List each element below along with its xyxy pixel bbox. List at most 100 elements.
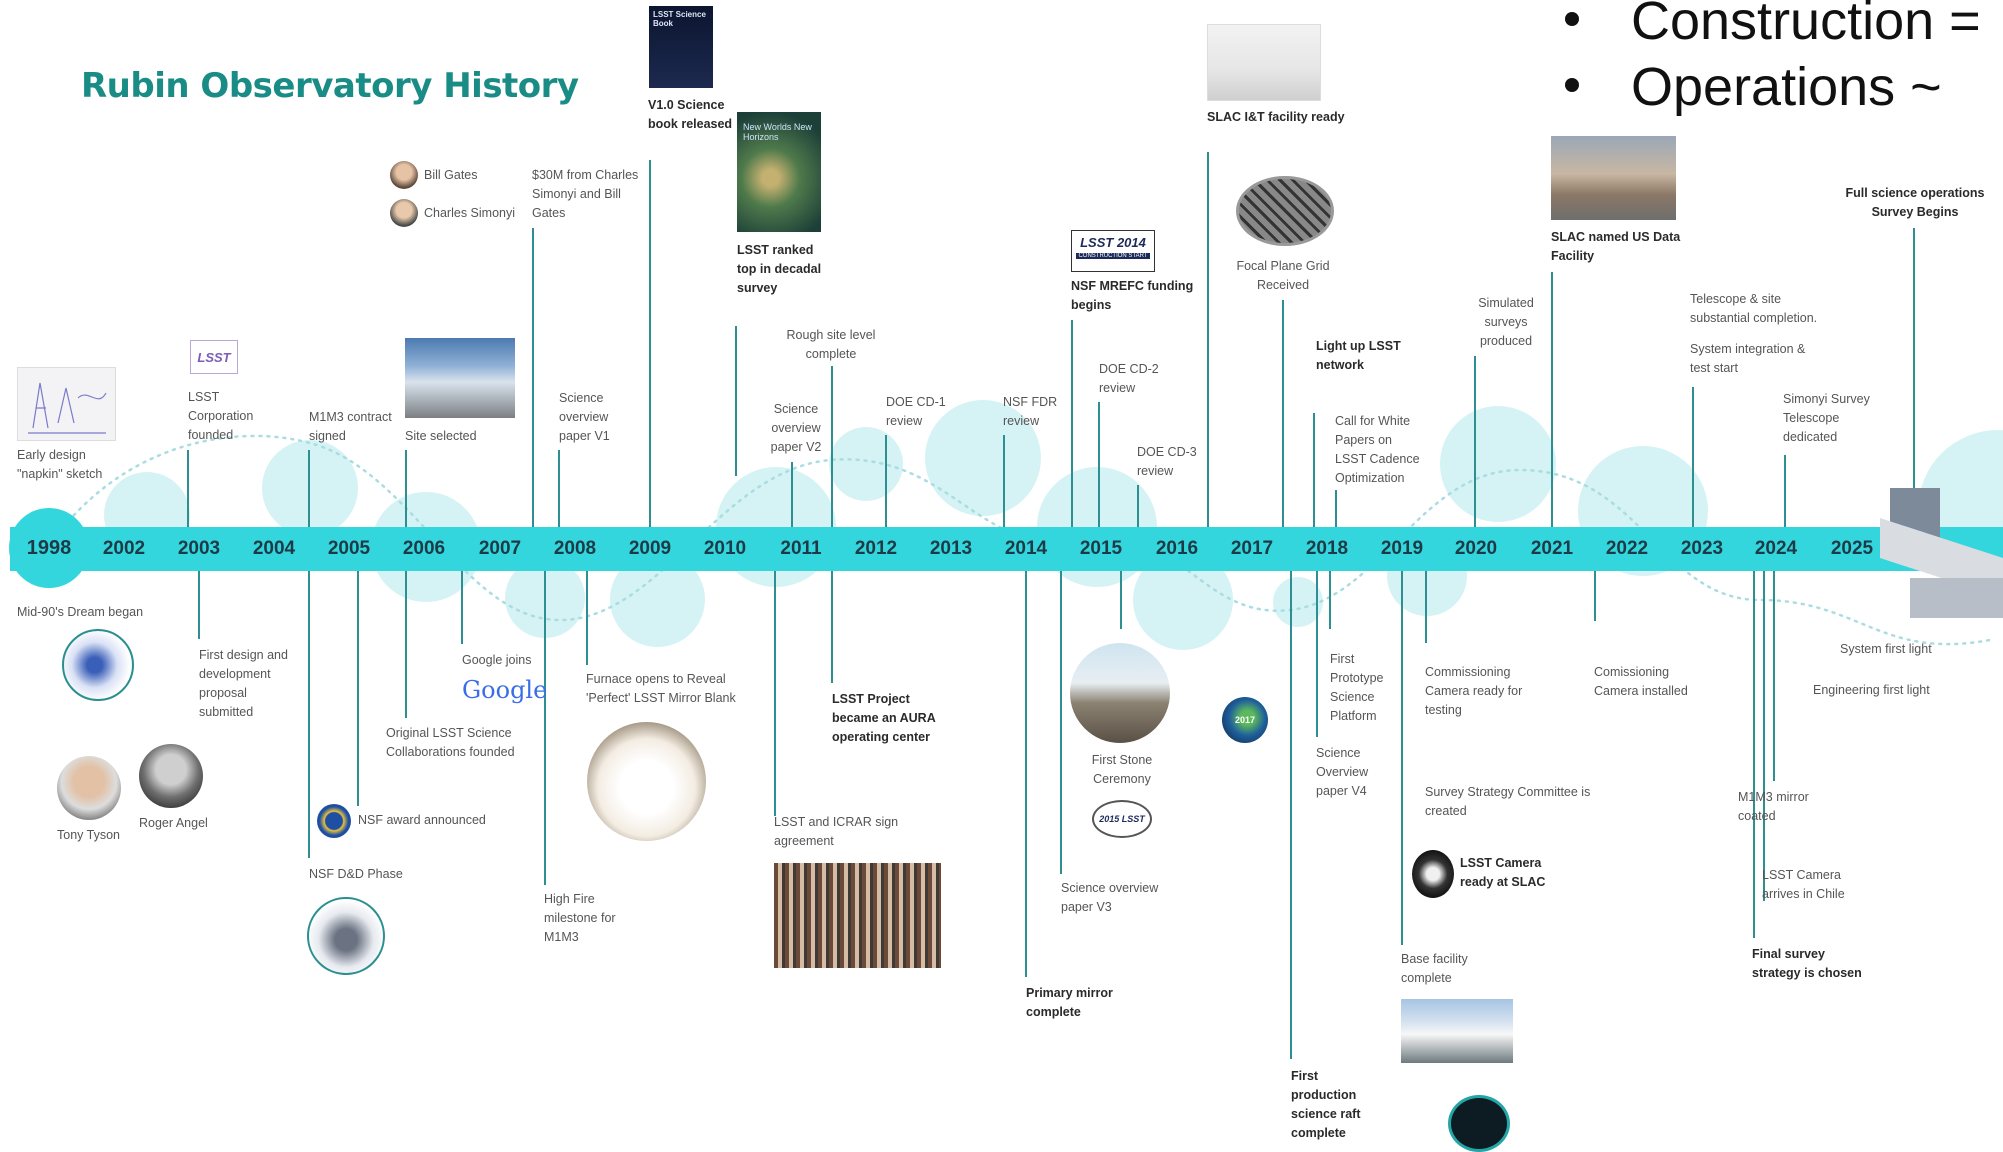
event-label: Engineering first light bbox=[1813, 683, 1930, 697]
event-label: Google joins bbox=[462, 653, 532, 667]
stem bbox=[1763, 571, 1765, 901]
year-label: 2020 bbox=[1454, 538, 1498, 559]
event-label: M1M3 mirror coated bbox=[1738, 790, 1809, 823]
year-label: 2007 bbox=[478, 538, 522, 559]
stem bbox=[1060, 571, 1062, 874]
stem bbox=[1207, 152, 1209, 527]
stem bbox=[885, 435, 887, 527]
bg-bubble bbox=[1273, 577, 1323, 627]
stem bbox=[1120, 571, 1122, 629]
event-label: Rough site level complete bbox=[786, 328, 876, 361]
event-label: Survey Strategy Committee is created bbox=[1425, 785, 1591, 818]
construction-start-badge: LSST 2014 CONSTRUCTION START bbox=[1071, 230, 1155, 272]
stem bbox=[1784, 455, 1786, 527]
event-label: LSST Project became an AURA operating ce… bbox=[832, 692, 936, 744]
event-label: Simonyi Survey Telescope dedicated bbox=[1783, 392, 1870, 444]
event-label: NSF FDR review bbox=[1003, 395, 1058, 428]
event-label: NSF MREFC funding begins bbox=[1071, 279, 1194, 312]
stem bbox=[1313, 413, 1315, 527]
telescope-image bbox=[1880, 488, 2003, 626]
event-label: Comissioning Camera installed bbox=[1594, 665, 1688, 698]
event-label: SLAC I&T facility ready bbox=[1207, 110, 1345, 124]
nsf-logo bbox=[317, 804, 351, 838]
stem bbox=[1071, 320, 1073, 527]
event-label: LSST Camera arrives in Chile bbox=[1762, 868, 1845, 901]
stem bbox=[1425, 571, 1427, 643]
event-label: Science overview paper V3 bbox=[1061, 881, 1159, 914]
person-label: Roger Angel bbox=[139, 816, 208, 830]
event-label: First Stone Ceremony bbox=[1091, 753, 1153, 786]
stem bbox=[357, 571, 359, 806]
bg-bubble bbox=[1440, 406, 1556, 522]
year-label: 2006 bbox=[402, 538, 446, 559]
camera-badge-logo bbox=[1448, 1095, 1510, 1152]
year-label: 2008 bbox=[553, 538, 597, 559]
stem bbox=[1753, 571, 1755, 938]
google-logo: Google bbox=[462, 676, 548, 704]
event-label: Science overview paper V2 bbox=[770, 402, 822, 454]
globe-2017-logo: 2017 bbox=[1222, 697, 1268, 743]
event-label: Final survey strategy is chosen bbox=[1752, 947, 1862, 980]
event-label: Original LSST Science Collaborations fou… bbox=[386, 726, 515, 759]
bill-gates-avatar bbox=[390, 161, 418, 189]
event-label: Science overview paper V1 bbox=[559, 391, 610, 443]
first-stone-photo bbox=[1070, 643, 1170, 743]
event-label: LSST ranked top in decadal survey bbox=[737, 243, 822, 295]
bullet-icon bbox=[1565, 11, 1579, 26]
stem bbox=[1594, 571, 1596, 621]
bg-bubble bbox=[925, 400, 1041, 516]
bg-bubble bbox=[829, 427, 903, 501]
event-label: LSST and ICRAR sign agreement bbox=[774, 815, 899, 848]
base-facility-photo bbox=[1401, 999, 1513, 1063]
stem bbox=[308, 450, 310, 527]
lsst-logo: LSST bbox=[190, 340, 238, 374]
stem bbox=[558, 450, 560, 527]
stem bbox=[791, 462, 793, 527]
stem bbox=[1003, 435, 1005, 527]
stem bbox=[774, 571, 776, 816]
lsst-camera-icon bbox=[1412, 850, 1454, 898]
stem bbox=[1025, 571, 1027, 977]
event-label: Call for White Papers on LSST Cadence Op… bbox=[1335, 414, 1420, 485]
year-label: 2018 bbox=[1305, 538, 1349, 559]
event-label: DOE CD-2 review bbox=[1099, 362, 1159, 395]
event-label: SLAC named US Data Facility bbox=[1551, 230, 1681, 263]
stem bbox=[405, 571, 407, 718]
stem bbox=[586, 571, 588, 665]
event-label: Site selected bbox=[405, 429, 477, 443]
year-label: 2004 bbox=[252, 538, 296, 559]
event-label: Furnace opens to Reveal 'Perfect' LSST M… bbox=[586, 672, 736, 705]
bg-bubble bbox=[262, 440, 358, 536]
event-label: NSF award announced bbox=[358, 813, 486, 827]
year-label: 2023 bbox=[1680, 538, 1724, 559]
year-label: 2013 bbox=[929, 538, 973, 559]
stem bbox=[1137, 485, 1139, 527]
bullet-item: Construction = bbox=[1565, 0, 1981, 54]
year-label: 2005 bbox=[327, 538, 371, 559]
page-title: Rubin Observatory History bbox=[81, 66, 579, 106]
stem bbox=[1913, 228, 1915, 496]
roger-angel-photo bbox=[139, 744, 203, 808]
stem bbox=[649, 160, 651, 527]
mirror-blank-photo bbox=[587, 722, 706, 841]
stem bbox=[831, 571, 833, 683]
year-label: 2010 bbox=[703, 538, 747, 559]
stem bbox=[532, 228, 534, 527]
event-label: Simulated surveys produced bbox=[1478, 296, 1534, 348]
year-label: 2009 bbox=[628, 538, 672, 559]
stem bbox=[1474, 356, 1476, 527]
stem bbox=[308, 571, 310, 858]
year-1998-circle: 1998 bbox=[9, 508, 89, 588]
charles-simonyi-avatar bbox=[390, 199, 418, 227]
stem bbox=[198, 571, 200, 639]
event-label: High Fire milestone for M1M3 bbox=[544, 892, 616, 944]
timeline-bar bbox=[10, 527, 2003, 571]
bullet-icon bbox=[1565, 77, 1579, 92]
event-label: Early design "napkin" sketch bbox=[17, 448, 103, 481]
event-label: First design and development proposal su… bbox=[199, 648, 288, 719]
stem bbox=[405, 450, 407, 527]
year-label: 2011 bbox=[780, 538, 822, 559]
event-label: Base facility complete bbox=[1401, 952, 1468, 985]
stem bbox=[1551, 272, 1553, 527]
